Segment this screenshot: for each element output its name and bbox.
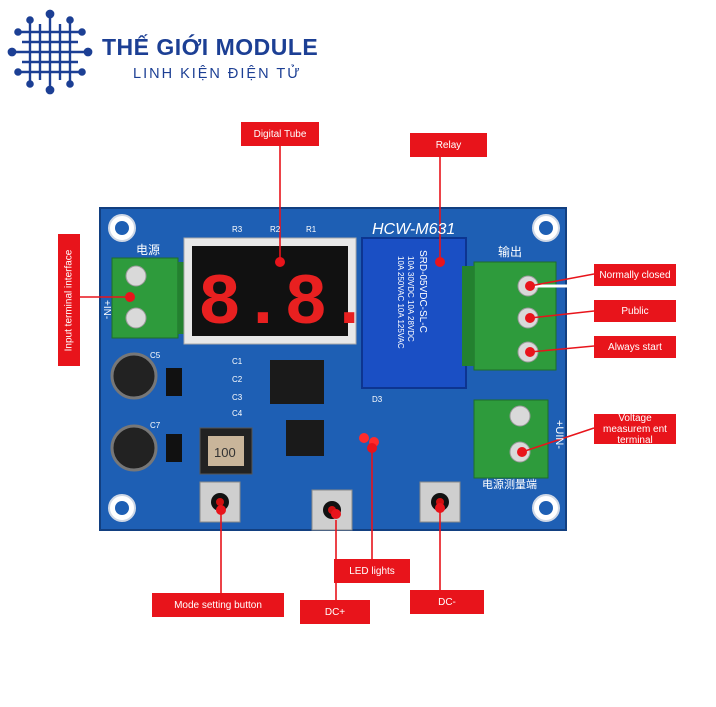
capacitor bbox=[110, 352, 158, 400]
led-lights-tag: LED lights bbox=[334, 559, 410, 583]
relay-tag: Relay bbox=[410, 133, 487, 157]
resistor-label: R3 bbox=[232, 225, 243, 234]
voltage-terminal-tag: Voltage measurem ent terminal bbox=[594, 413, 676, 446]
always-start-tag: Always start bbox=[594, 336, 676, 358]
input-plus-label: +IN- bbox=[101, 300, 112, 319]
dc-minus-tag: DC- bbox=[410, 590, 484, 614]
ic-chip bbox=[270, 360, 324, 404]
cap-label: C1 bbox=[232, 357, 243, 366]
measure-terminal-block bbox=[473, 399, 549, 479]
cap-label: D3 bbox=[372, 395, 383, 404]
brand-subtitle: LINH KIỆN ĐIỆN TỬ bbox=[133, 66, 302, 82]
output-label: 输出 bbox=[498, 244, 522, 259]
inductor-value: 100 bbox=[214, 445, 236, 460]
input-terminal-tag: Input terminal interface bbox=[58, 234, 80, 366]
cap-label: C3 bbox=[232, 393, 243, 402]
relay-rating-2: 10A 30VDC 10A 28VDC bbox=[406, 256, 415, 342]
resistor-label: R1 bbox=[306, 225, 317, 234]
relay-rating-1: 10A 250VAC 10A 125VAC bbox=[396, 256, 405, 349]
cap-label: C7 bbox=[150, 421, 161, 430]
measure-label: 电源测量端 bbox=[482, 477, 537, 491]
cap-label: C2 bbox=[232, 375, 243, 384]
dc-plus-tag: DC+ bbox=[300, 600, 370, 624]
public-tag: Public bbox=[594, 300, 676, 322]
relay-body bbox=[361, 237, 467, 389]
cap-label: C4 bbox=[232, 409, 243, 418]
board-model: HCW-M631 bbox=[372, 221, 455, 238]
ic-chip bbox=[286, 420, 324, 456]
uin-label: +UIN- bbox=[553, 420, 565, 449]
mode-setting-button bbox=[199, 481, 241, 523]
resistor-label: R2 bbox=[270, 225, 281, 234]
digital-tube-tag: Digital Tube bbox=[241, 122, 319, 146]
power-label: 电源 bbox=[136, 243, 160, 257]
cap-label: C5 bbox=[150, 351, 161, 360]
mode-button-tag: Mode setting button bbox=[152, 593, 284, 617]
normally-closed-tag: Normally closed bbox=[594, 264, 676, 286]
led-light bbox=[359, 433, 369, 443]
brand-title: THẾ GIỚI MODULE bbox=[102, 34, 319, 60]
relay-model: SRD-05VDC-SL-C bbox=[417, 250, 428, 333]
capacitor bbox=[110, 424, 158, 472]
